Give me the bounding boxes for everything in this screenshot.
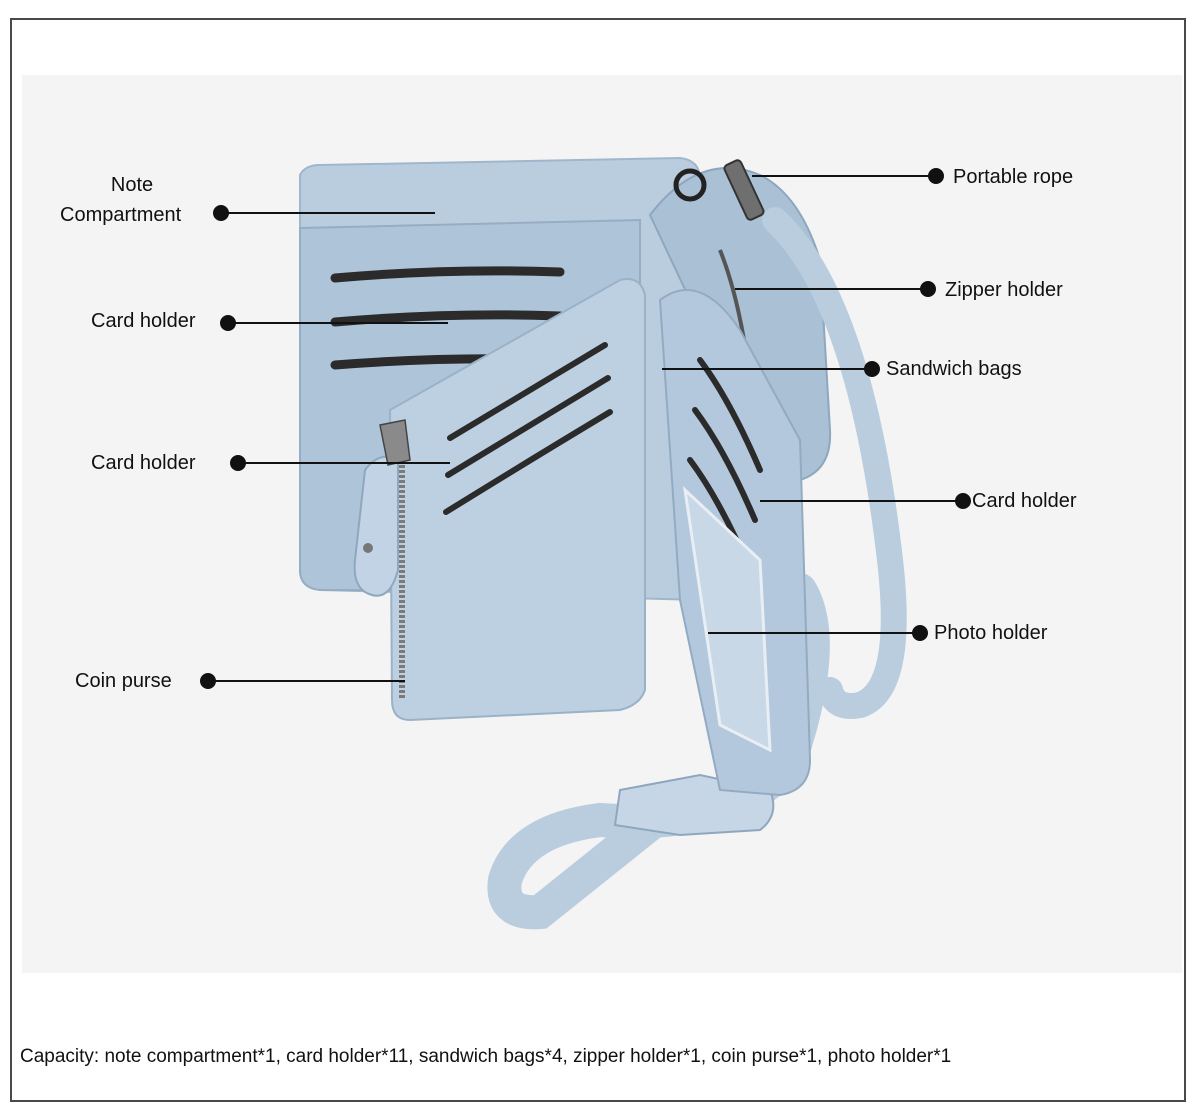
zipper-pull — [723, 159, 765, 221]
card-slot-back-1 — [330, 266, 565, 283]
label-card-holder-right: Card holder — [972, 490, 1077, 512]
leader-lines — [200, 168, 971, 689]
card-slot-front-3 — [443, 409, 613, 515]
coin-purse-rivet — [363, 543, 373, 553]
card-slot-back-2 — [330, 310, 565, 327]
photo-holder-window — [682, 485, 772, 753]
label-portable-rope: Portable rope — [953, 166, 1074, 188]
label-card-holder-lower: Card holder — [91, 452, 196, 474]
card-slot-right-2 — [692, 407, 758, 523]
capacity-caption: Capacity: note compartment*1, card holde… — [20, 1046, 952, 1067]
label-photo-holder: Photo holder — [934, 622, 1048, 644]
zipper-ring — [673, 168, 707, 202]
card-slot-front-1 — [447, 342, 608, 441]
label-coin-purse: Coin purse — [75, 670, 172, 692]
card-slot-front-2 — [445, 375, 611, 478]
portable-rope-strap — [762, 207, 907, 719]
label-zipper-holder: Zipper holder — [945, 279, 1063, 301]
label-note: Note — [110, 174, 154, 196]
label-compartment: Compartment — [60, 204, 182, 226]
wallet-front-panel — [388, 278, 646, 722]
coin-purse-pull — [353, 455, 399, 597]
label-card-holder-upper: Card holder — [91, 310, 196, 332]
label-sandwich-bags: Sandwich bags — [886, 358, 1022, 380]
zipper-head — [379, 419, 411, 466]
